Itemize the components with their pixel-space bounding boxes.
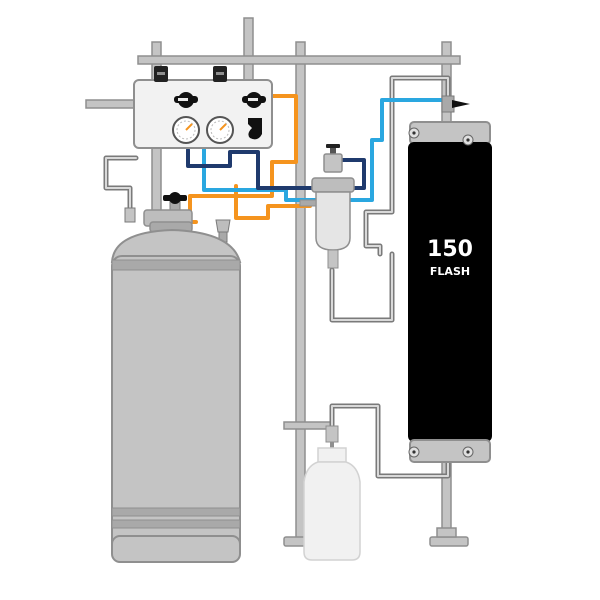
solvent-tank: [110, 192, 242, 563]
filter-head: [311, 177, 355, 193]
tank-top-band: [111, 259, 241, 271]
tank-pressure-port: [124, 207, 136, 223]
inline-filter: [299, 144, 355, 269]
left-side-arm: [85, 99, 137, 109]
column-bottom-clamp-left: [408, 446, 420, 458]
column-body: [408, 142, 492, 442]
pressure-gauge-right: [206, 116, 234, 144]
filter-top-valve[interactable]: [326, 144, 340, 156]
column-top-clamp-right: [462, 134, 474, 146]
gray-tube-regulator-to-tank-core: [105, 157, 137, 213]
column-bottom-clamp-right: [462, 446, 474, 458]
column-inlet-valve[interactable]: [441, 95, 470, 113]
gray-tube-filter-to-column-core: [331, 253, 393, 321]
navy-solvent-tube: [186, 148, 366, 190]
tank-shoulder: [110, 228, 242, 263]
valve-handle-left[interactable]: [174, 92, 198, 108]
tubing: [103, 75, 452, 479]
flash-column: 150 FLASH: [408, 95, 492, 463]
right-base-foot: [429, 536, 469, 547]
column-top-cap: [409, 121, 491, 145]
column-type-label: FLASH: [430, 265, 470, 278]
filter-inlet-fitting: [323, 153, 343, 173]
bottle-neck: [317, 447, 347, 463]
collection-bottle: [303, 425, 361, 561]
left-inner-vertical-rod: [243, 17, 254, 87]
regulator-top-fitting-right: [216, 72, 224, 75]
column-size-label: 150: [427, 237, 473, 262]
regulator-tap-lever[interactable]: [248, 118, 262, 140]
gray-tube-regulator-to-tank: [103, 155, 139, 215]
collection-outlet-fitting: [325, 425, 339, 443]
gray-tube-column-outlet-core: [331, 405, 449, 477]
column-bottom-cap: [409, 439, 491, 463]
top-horizontal-bar: [137, 55, 461, 65]
blue-solvent-tube: [202, 98, 452, 202]
lower-horizontal-clamp: [283, 421, 333, 430]
regulator-panel-body: [133, 79, 273, 149]
column-top-clamp-left: [408, 127, 420, 139]
filter-drain: [327, 249, 339, 269]
bottle-body: [303, 461, 361, 561]
pressure-gauge-left: [172, 116, 200, 144]
regulator-top-fitting-left: [157, 72, 165, 75]
tank-bottom-band-lower: [111, 519, 241, 529]
tank-base: [111, 535, 241, 563]
filter-clamp-arm: [299, 199, 317, 207]
gray-tube-filter-to-column: [329, 251, 395, 323]
tank-valve-knob[interactable]: [163, 192, 187, 204]
tank-bottom-band-upper: [111, 507, 241, 517]
gray-tube-column-top-core: [365, 77, 449, 255]
valve-handle-right[interactable]: [242, 92, 266, 108]
gas-regulator-panel: [133, 66, 273, 149]
gray-tube-group: [103, 75, 451, 479]
filter-bowl: [315, 191, 351, 251]
right-lower-rod-knob: [436, 527, 457, 538]
